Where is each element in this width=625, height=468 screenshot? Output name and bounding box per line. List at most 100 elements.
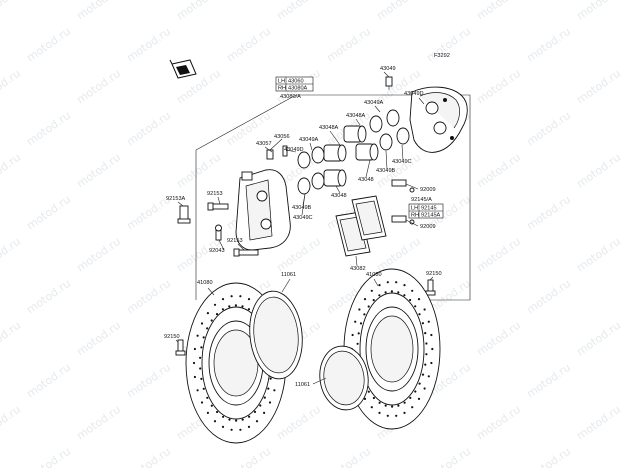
watermark-text: motod.ru: [0, 319, 23, 359]
disc-hole: [421, 373, 425, 376]
disc-hole: [241, 305, 244, 308]
disc-hole: [199, 356, 202, 359]
disc-hole: [230, 428, 233, 431]
watermark-text: motod.ru: [474, 235, 523, 275]
label-rh: RH: [278, 86, 286, 92]
watermark-text: motod.ru: [574, 235, 623, 275]
watermark-text: motod.ru: [74, 235, 123, 275]
piston-seals-inner: [297, 146, 325, 195]
watermark-text: motod.ru: [24, 361, 73, 401]
disc-hole: [192, 361, 196, 365]
disc-hole: [418, 313, 421, 316]
watermark-text: motod.ru: [0, 0, 23, 22]
watermark-text: motod.ru: [0, 235, 23, 275]
piston-seals-outer: [369, 109, 410, 151]
watermark-text: motod.ru: [224, 25, 273, 65]
label-43049b-left: 43049B: [292, 205, 312, 211]
disc-hole: [427, 320, 430, 323]
disc-hole: [423, 308, 426, 311]
label-43049d-top: 43049D: [404, 91, 424, 97]
watermark-text: motod.ru: [174, 151, 223, 191]
leader-lines: [175, 97, 434, 385]
disc-hole: [234, 304, 237, 307]
watermark-text: motod.ru: [274, 0, 323, 22]
watermark-text: motod.ru: [224, 445, 273, 468]
disc-hole: [403, 284, 406, 287]
disc-hole: [215, 313, 219, 316]
disc-hole: [248, 415, 251, 418]
label-43049a-mid: 43049A: [299, 137, 319, 143]
disc-hole: [210, 404, 213, 407]
caliper-inner-half: [235, 169, 291, 251]
caliper-bolt-92153-bot: [233, 248, 259, 257]
label-92150-right: 92150: [426, 271, 442, 277]
disc-carrier-right: [319, 345, 369, 411]
disc-hole: [384, 404, 387, 407]
label-43048-right: 43048: [358, 177, 374, 183]
disc-hole: [411, 289, 414, 292]
watermark-text: motod.ru: [574, 151, 623, 191]
disc-hole: [247, 308, 250, 311]
watermark-text: motod.ru: [324, 25, 373, 65]
disc-hole: [253, 410, 257, 413]
watermark-text: motod.ru: [24, 277, 73, 317]
label-43049-top: 43049: [380, 66, 396, 72]
watermark-text: motod.ru: [124, 361, 173, 401]
disc-hole: [263, 411, 266, 414]
disc-hole: [403, 401, 406, 404]
watermark-text: motod.ru: [24, 193, 73, 233]
disc-hole: [202, 387, 205, 390]
label-92145-a: 92145/A: [411, 197, 432, 203]
watermark-text: motod.ru: [574, 67, 623, 107]
disc-hole: [206, 312, 209, 315]
watermark-text: motod.ru: [174, 0, 223, 22]
disc-hole: [386, 281, 389, 284]
disc-bolt-92150-right: [425, 279, 436, 296]
pistons-inner: [323, 144, 347, 187]
brake-disc-right: [343, 268, 441, 430]
label-92153a: 92153A: [166, 196, 186, 202]
watermark-text: motod.ru: [574, 403, 623, 443]
disc-hole: [228, 418, 231, 421]
watermark-text: motod.ru: [574, 319, 623, 359]
disc-hole: [235, 419, 238, 422]
label-11061-top: 11061: [281, 272, 296, 278]
watermark-text: motod.ru: [474, 151, 523, 191]
disc-hole: [193, 375, 196, 379]
disc-hole: [359, 322, 363, 325]
disc-hole: [200, 346, 203, 349]
ref-code: F3292: [434, 53, 450, 59]
label-43049b-right: 43049B: [376, 168, 396, 174]
watermark-text: motod.ru: [174, 235, 223, 275]
label-92043: 92043: [209, 248, 225, 254]
watermark-text: motod.ru: [324, 445, 373, 468]
disc-hole: [200, 377, 203, 380]
watermark-text: motod.ru: [74, 319, 123, 359]
disc-hole: [358, 308, 361, 311]
disc-hole: [196, 389, 199, 392]
label-92009-top: 92009: [420, 187, 436, 193]
disc-hole: [230, 295, 233, 298]
label-43049c-left: 43049C: [293, 215, 313, 221]
disc-hole: [403, 411, 406, 414]
watermark-text: motod.ru: [24, 25, 73, 65]
disc-hole: [199, 367, 202, 370]
disc-hole: [221, 308, 224, 311]
front-direction-icon: [169, 59, 197, 79]
disc-hole: [247, 298, 251, 301]
label-43049a-top: 43049A: [364, 100, 384, 106]
disc-hole: [247, 425, 251, 428]
disc-hole: [372, 299, 375, 302]
disc-hole: [263, 396, 266, 399]
disc-hole: [424, 363, 427, 366]
watermark-text: motod.ru: [24, 109, 73, 149]
watermark-text: motod.ru: [474, 319, 523, 359]
disc-hole: [384, 291, 387, 294]
label-43048-center: 43048: [331, 193, 347, 199]
watermark-text: motod.ru: [524, 277, 573, 317]
watermark-text: motod.ru: [24, 445, 73, 468]
disc-hole: [391, 405, 394, 408]
label-92009-bot: 92009: [420, 224, 436, 230]
watermark-text: motod.ru: [574, 0, 623, 22]
